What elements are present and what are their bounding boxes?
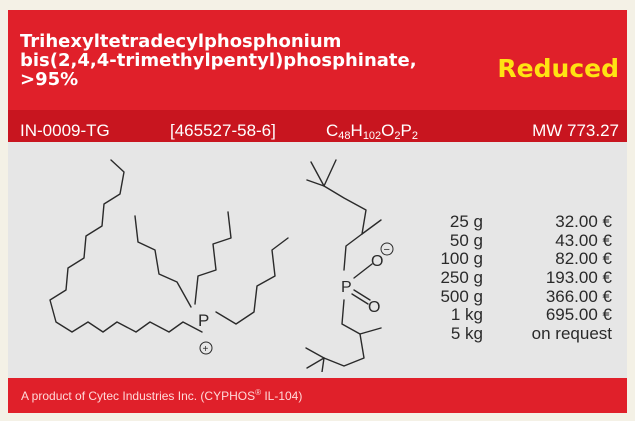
oxygen-atom-2: O [368, 299, 380, 316]
anion-upper-chain [306, 179, 367, 271]
price-row: 250 g 193.00 € [380, 268, 620, 287]
product-title: Trihexyltetradecylphosphonium bis(2,4,4-… [20, 32, 460, 89]
pack-price: 366.00 € [545, 286, 612, 306]
pack-price: 193.00 € [545, 268, 612, 288]
molecular-weight: MW 773.27 [532, 121, 619, 140]
manufacturer-note: A product of Cytec Industries Inc. (CYPH… [21, 388, 303, 403]
pack-price: 32.00 € [555, 212, 612, 231]
price-row: 500 g 366.00 € [380, 287, 620, 306]
price-row: 50 g 43.00 € [380, 231, 620, 250]
price-list: 25 g 32.00 € 50 g 43.00 € 100 g 82.00 € 250… [380, 212, 620, 343]
title-line-2: bis(2,4,4-trimethylpentyl)phosphinate, [20, 50, 417, 71]
reduced-badge: Reduced [497, 54, 619, 83]
pack-price: on request [531, 324, 612, 344]
chemical-structure-diagram: P + P O − O [49, 159, 394, 372]
product-body: P + P O − O [8, 142, 627, 378]
product-code: IN-0009-TG [20, 121, 110, 140]
pack-size: 100 g [440, 249, 483, 269]
svg-text:−: − [384, 244, 390, 256]
price-row: 25 g 32.00 € [380, 212, 620, 231]
pack-size: 1 kg [450, 305, 483, 325]
product-card: Trihexyltetradecylphosphonium bis(2,4,4-… [8, 10, 627, 413]
negative-charge-icon [380, 242, 394, 256]
pack-size: 250 g [440, 268, 483, 288]
product-info-bar: IN-0009-TG [465527-58-6] C48H102O2P2 MW … [8, 110, 627, 142]
product-header: Trihexyltetradecylphosphonium bis(2,4,4-… [8, 10, 627, 110]
positive-charge-icon [199, 341, 213, 355]
price-row: 100 g 82.00 € [380, 249, 620, 268]
hexyl-chain-3 [215, 237, 289, 325]
phosphinate-atom: P [341, 279, 352, 296]
pack-size: 500 g [440, 286, 483, 306]
pack-size: 50 g [449, 230, 483, 250]
price-row: 1 kg 695.00 € [380, 305, 620, 324]
hexyl-chain-1 [134, 215, 192, 308]
pack-price: 82.00 € [555, 249, 612, 269]
tetradecyl-chain [49, 159, 203, 333]
anion-lower-chain [305, 299, 365, 367]
cas-number: [465527-58-6] [170, 121, 276, 140]
pack-size: 5 kg [450, 324, 483, 344]
title-line-3: >95% [20, 69, 79, 90]
phosphonium-atom: P [198, 311, 209, 330]
pack-price: 695.00 € [545, 305, 612, 325]
price-row: 5 kg on request [380, 324, 620, 343]
product-footer: A product of Cytec Industries Inc. (CYPH… [8, 378, 627, 413]
molecular-formula: C48H102O2P2 [326, 121, 418, 142]
title-line-1: Trihexyltetradecylphosphonium [20, 31, 342, 52]
pack-size: 25 g [449, 212, 483, 231]
svg-text:+: + [203, 344, 209, 355]
hexyl-chain-2 [194, 211, 232, 305]
oxygen-atom-1: O [371, 253, 383, 270]
pack-price: 43.00 € [555, 230, 612, 250]
